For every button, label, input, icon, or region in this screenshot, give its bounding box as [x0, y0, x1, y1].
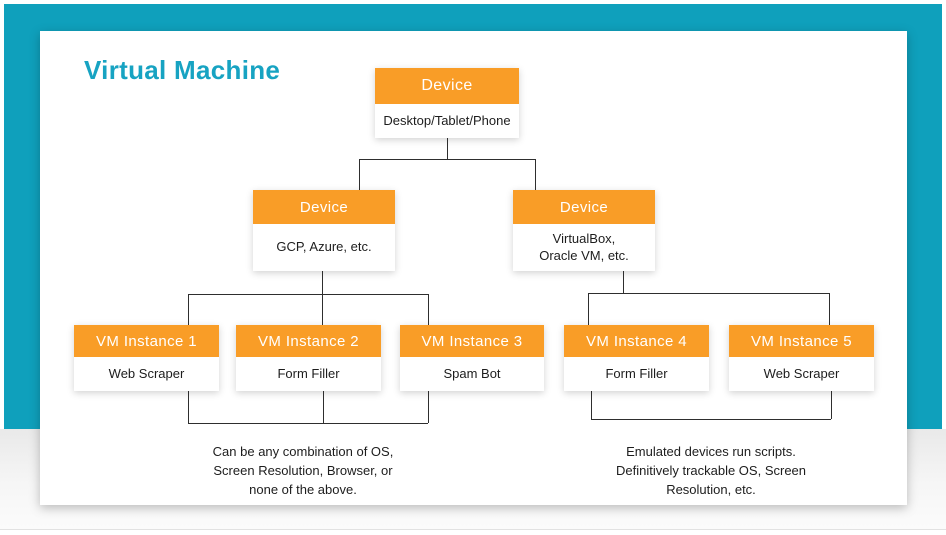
- page-title: Virtual Machine: [84, 55, 281, 85]
- connector-line: [188, 423, 428, 424]
- connector-line: [588, 293, 589, 325]
- vm-instance-3-body: Spam Bot: [443, 365, 501, 381]
- connector-line: [829, 293, 830, 325]
- vm-instance-2-header: VM Instance 2: [236, 325, 381, 357]
- cloud-device-body: GCP, Azure, etc.: [276, 239, 372, 255]
- connector-line: [428, 294, 429, 325]
- content-card: Virtual Machine Device Desktop/Tablet/Ph…: [40, 31, 907, 505]
- connector-line: [591, 391, 592, 419]
- connector-line: [623, 271, 624, 293]
- cloud-device-node: Device GCP, Azure, etc.: [253, 190, 395, 271]
- vm-instance-2-node: VM Instance 2 Form Filler: [236, 325, 381, 391]
- root-device-body: Desktop/Tablet/Phone: [383, 112, 511, 128]
- connector-line: [535, 159, 536, 190]
- connector-line: [588, 293, 829, 294]
- vm-instance-4-node: VM Instance 4 Form Filler: [564, 325, 709, 391]
- emulated-device-body: VirtualBox, Oracle VM, etc.: [539, 230, 629, 263]
- root-device-header: Device: [375, 68, 519, 104]
- note-left: Can be any combination of OS, Screen Res…: [212, 444, 394, 497]
- connector-line: [188, 391, 189, 423]
- connector-line: [359, 159, 536, 160]
- vm-instance-5-header: VM Instance 5: [729, 325, 874, 357]
- connector-line: [428, 391, 429, 423]
- cloud-device-header: Device: [253, 190, 395, 224]
- connector-line: [322, 271, 323, 325]
- emulated-device-node: Device VirtualBox, Oracle VM, etc.: [513, 190, 655, 271]
- vm-instance-1-body: Web Scraper: [108, 365, 185, 381]
- connector-line: [323, 391, 324, 423]
- connector-line: [188, 294, 189, 325]
- vm-instance-4-header: VM Instance 4: [564, 325, 709, 357]
- connector-line: [359, 159, 360, 190]
- vm-instance-1-node: VM Instance 1 Web Scraper: [74, 325, 219, 391]
- vm-instance-5-node: VM Instance 5 Web Scraper: [729, 325, 874, 391]
- vm-instance-5-body: Web Scraper: [763, 365, 840, 381]
- emulated-device-header: Device: [513, 190, 655, 224]
- vm-instance-2-body: Form Filler: [277, 365, 340, 381]
- connector-line: [591, 419, 831, 420]
- vm-instance-3-header: VM Instance 3: [400, 325, 544, 357]
- note-right: Emulated devices run scripts. Definitive…: [615, 444, 807, 497]
- vm-instance-1-header: VM Instance 1: [74, 325, 219, 357]
- root-device-node: Device Desktop/Tablet/Phone: [375, 68, 519, 138]
- connector-line: [831, 391, 832, 419]
- connector-line: [447, 138, 448, 159]
- connector-line: [188, 294, 428, 295]
- vm-instance-4-body: Form Filler: [605, 365, 668, 381]
- vm-instance-3-node: VM Instance 3 Spam Bot: [400, 325, 544, 391]
